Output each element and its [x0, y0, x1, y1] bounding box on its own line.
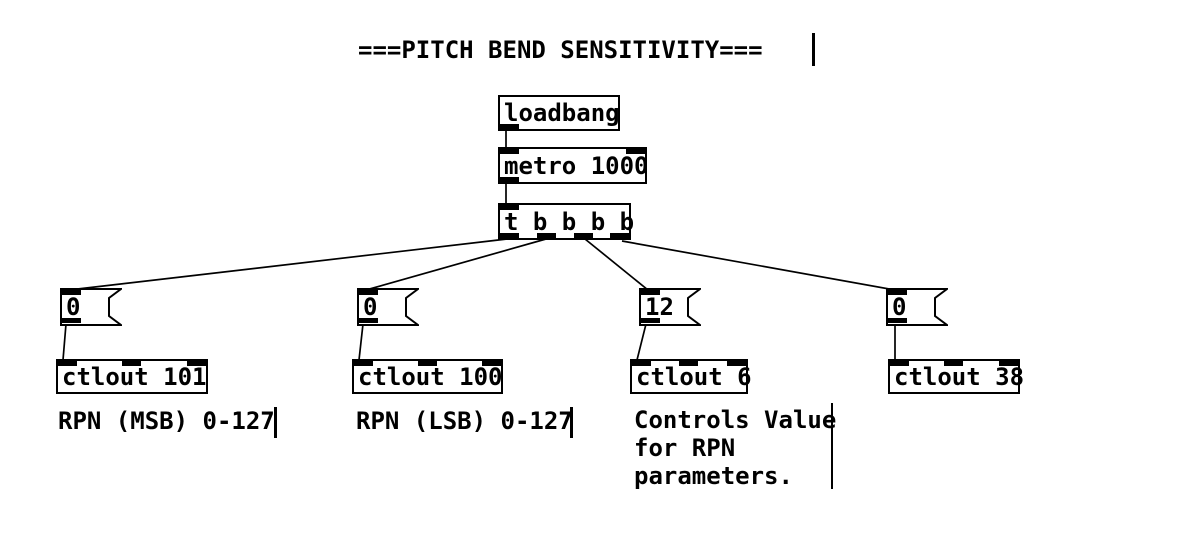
comment-rpn-msb[interactable]: RPN (MSB) 0-127: [58, 407, 275, 435]
outlet[interactable]: [359, 318, 378, 323]
object-box-trigger[interactable]: t b b b b: [498, 203, 635, 240]
object-text: t b b b b: [504, 207, 635, 236]
inlet[interactable]: [999, 361, 1018, 366]
message-text: 12: [645, 293, 674, 321]
object-text: ctlout 38: [894, 362, 1025, 391]
message-box-outline: [357, 288, 419, 326]
inlet[interactable]: [482, 361, 501, 366]
outlet[interactable]: [537, 233, 556, 238]
inlet[interactable]: [727, 361, 746, 366]
outlet[interactable]: [888, 318, 907, 323]
outlet[interactable]: [500, 233, 519, 238]
patch-cord-msg3-ctlout6[interactable]: [636, 323, 647, 361]
object-text: ctlout 100: [358, 362, 503, 391]
message-box-data-lsb[interactable]: 0: [886, 288, 948, 326]
inlet[interactable]: [888, 290, 907, 295]
inlet[interactable]: [354, 361, 373, 366]
patch-cord-msg1-ctlout101[interactable]: [62, 323, 67, 361]
object-box-ctlout-100[interactable]: ctlout 100: [352, 359, 503, 394]
inlet[interactable]: [890, 361, 909, 366]
message-box-outline: [886, 288, 948, 326]
message-box-outline: [639, 288, 701, 326]
inlet[interactable]: [62, 290, 81, 295]
patch-cord-group: [62, 130, 896, 361]
object-box-ctlout-38[interactable]: ctlout 38: [888, 359, 1024, 394]
object-box-ctlout-6[interactable]: ctlout 6: [630, 359, 752, 394]
inlet[interactable]: [500, 205, 519, 210]
object-text: ctlout 101: [62, 362, 207, 391]
inlet[interactable]: [944, 361, 963, 366]
message-box-rpn-lsb[interactable]: 0: [357, 288, 419, 326]
object-box-loadbang[interactable]: loadbang: [498, 95, 620, 131]
patch-cord-trigger-msg3[interactable]: [584, 238, 649, 291]
comment-line: for RPN: [634, 434, 736, 462]
inlet[interactable]: [122, 361, 141, 366]
text-cursor: [570, 407, 573, 438]
outlet[interactable]: [500, 177, 519, 182]
message-box-outline: [60, 288, 122, 326]
message-box-semitones[interactable]: 12: [639, 288, 701, 326]
patch-cord-trigger-msg4[interactable]: [621, 240, 896, 291]
object-box-metro[interactable]: metro 1000: [498, 147, 649, 184]
inlet[interactable]: [187, 361, 206, 366]
patch-cord-msg2-ctlout100[interactable]: [358, 323, 364, 361]
patch-cord-trigger-msg1[interactable]: [68, 238, 508, 291]
comment-rpn-lsb[interactable]: RPN (LSB) 0-127: [356, 407, 573, 435]
inlet[interactable]: [679, 361, 698, 366]
outlet[interactable]: [610, 233, 629, 238]
inlet[interactable]: [632, 361, 651, 366]
message-text: 0: [363, 293, 378, 321]
inlet[interactable]: [500, 149, 519, 154]
inlet[interactable]: [359, 290, 378, 295]
inlet[interactable]: [417, 361, 437, 366]
inlet[interactable]: [626, 149, 645, 154]
object-text: ctlout 6: [636, 362, 752, 391]
inlet[interactable]: [58, 361, 77, 366]
outlet[interactable]: [641, 318, 660, 323]
message-text: 0: [892, 293, 907, 321]
comment-rpn-value[interactable]: Controls Value for RPN parameters.: [634, 406, 836, 490]
inlet[interactable]: [641, 290, 660, 295]
message-box-rpn-msb[interactable]: 0: [60, 288, 122, 326]
patch-cord-trigger-msg2[interactable]: [365, 238, 547, 291]
comment-line: Controls Value: [634, 406, 837, 434]
comment-margin-bar: [831, 403, 833, 489]
object-text: loadbang: [504, 99, 620, 127]
outlet[interactable]: [574, 233, 593, 238]
object-text: metro 1000: [504, 151, 649, 180]
text-cursor: [274, 407, 277, 438]
object-box-ctlout-101[interactable]: ctlout 101: [56, 359, 208, 394]
message-text: 0: [66, 293, 81, 321]
comment-line: parameters.: [634, 462, 793, 490]
text-cursor: [812, 33, 815, 66]
outlet[interactable]: [500, 124, 519, 129]
title-comment[interactable]: ===PITCH BEND SENSITIVITY===: [358, 36, 763, 64]
outlet[interactable]: [62, 318, 81, 323]
